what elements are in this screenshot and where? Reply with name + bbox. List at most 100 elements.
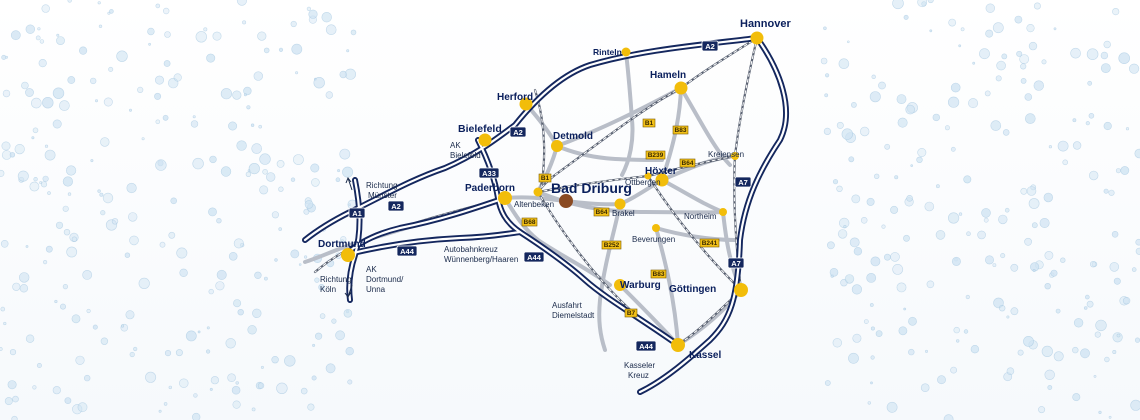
road-hoexter-northeim [660,178,725,214]
sign-a44-west: A44 [396,245,418,257]
label-warburg: Warburg [620,280,661,291]
svg-text:A2: A2 [391,202,401,211]
sign-b1-left: B1 [538,173,552,183]
arrow-muenster-icon [345,176,353,191]
svg-text:A7: A7 [738,178,748,187]
label-bad-driburg: Bad Driburg [551,180,632,196]
city-dot-northeim [719,208,727,216]
note-ak-dortmund-3: Unna [366,285,386,294]
federal-road-signs: B1 B83 B239 B64 B1 B64 B68 B252 [521,118,720,318]
city-dot-hameln [674,81,688,95]
label-hameln: Hameln [650,70,686,81]
svg-text:B83: B83 [675,127,687,134]
note-ak-bielefeld-2: Bielefeld [450,151,481,160]
sign-a2-west: A2 [387,200,405,212]
svg-text:A2: A2 [513,128,523,137]
city-dot-brakel [614,198,626,210]
note-ak-dortmund-2: Dortmund/ [366,275,404,284]
label-paderborn: Paderborn [465,183,515,194]
svg-text:A7: A7 [731,259,741,268]
annotation-labels: Richtung Münster AK Bielefeld AK Dortmun… [320,141,655,380]
label-detmold: Detmold [553,131,593,142]
svg-text:B239: B239 [648,152,664,159]
note-kasseler-kreuz-2: Kreuz [628,371,649,380]
city-dot-beverungen [652,224,660,232]
note-richtung-muenster-1: Richtung [366,181,398,190]
svg-text:A2: A2 [705,42,715,51]
svg-text:B64: B64 [596,209,608,216]
city-labels: Hannover Rinteln Hameln Herford Bielefel… [318,18,791,361]
city-dot-hannover [750,31,764,45]
note-richtung-muenster-2: Münster [368,191,397,200]
note-richtung-koeln-1: Richtung [320,275,352,284]
svg-text:B1: B1 [645,120,654,127]
note-autobahnkreuz-2: Wünnenberg/Haaren [444,255,518,264]
sign-b83-top: B83 [672,125,689,135]
svg-text:A44: A44 [527,253,542,262]
sign-b241: B241 [699,238,720,248]
sign-a7-north: A7 [734,176,752,188]
motorway-a2 [302,35,760,243]
sign-a44-mid: A44 [523,251,545,263]
road-b68 [503,196,612,287]
sign-a7-south: A7 [727,257,745,269]
sign-a2-bielefeld: A2 [509,126,527,138]
svg-text:A44: A44 [400,247,415,256]
road-b83-north [679,86,732,167]
city-dot-detmold [551,140,563,152]
city-dot-rinteln [621,47,631,57]
sign-b1-top: B1 [642,118,656,128]
road-b252 [597,202,622,352]
city-dot-kreiensen [731,152,739,160]
svg-text:B83: B83 [653,271,665,278]
sign-b64-mid: B64 [593,207,610,217]
svg-text:B252: B252 [604,242,620,249]
sign-a33: A33 [478,167,500,179]
note-ausfahrt-2: Diemelstadt [552,311,595,320]
arrow-koeln-icon [344,284,353,298]
city-markers [341,31,764,352]
city-dot-goettingen [734,283,748,297]
city-dot-hoexter [655,173,669,187]
label-ottbergen: Ottbergen [625,178,661,187]
city-dot-warburg [614,279,626,291]
label-northeim: Northeim [684,212,717,221]
label-bielefeld: Bielefeld [458,123,502,135]
svg-text:B1: B1 [541,175,550,182]
sign-b239: B239 [645,150,666,160]
motorway-signs: A2 A2 A2 A1 A33 A44 A44 A44 [348,40,752,352]
sign-a2-top: A2 [701,40,719,52]
svg-text:B241: B241 [702,240,718,247]
sign-a1: A1 [348,207,366,219]
label-rinteln: Rinteln [593,47,622,57]
svg-text:B7: B7 [627,310,636,317]
label-kreiensen: Kreiensen [708,150,744,159]
city-dot-kassel [671,338,685,352]
sign-b7: B7 [624,308,638,318]
note-richtung-koeln-2: Köln [320,285,336,294]
svg-text:A44: A44 [639,342,654,351]
city-dot-bielefeld [478,133,492,147]
label-hannover: Hannover [740,18,791,30]
city-dot-dortmund [341,248,355,262]
motorways [302,35,790,395]
label-altenbeken: Altenbeken [514,200,554,209]
city-dot-bad-driburg [559,194,573,208]
note-autobahnkreuz-1: Autobahnkreuz [444,245,498,254]
svg-text:B64: B64 [682,160,694,167]
local-roads [303,50,743,352]
svg-text:A1: A1 [352,209,362,218]
label-hoexter: Höxter [645,166,677,177]
note-ak-bielefeld-1: AK [450,141,461,150]
city-dot-altenbeken [533,187,543,197]
label-beverungen: Beverungen [632,235,675,244]
label-dortmund: Dortmund [318,239,366,250]
city-dot-herford [519,97,533,111]
note-ak-dortmund-1: AK [366,265,377,274]
label-goettingen: Göttingen [669,284,716,295]
note-kasseler-kreuz-1: Kasseler [624,361,655,370]
sign-a44-south: A44 [635,340,657,352]
label-kassel: Kassel [689,350,721,361]
city-dot-paderborn [498,191,512,205]
